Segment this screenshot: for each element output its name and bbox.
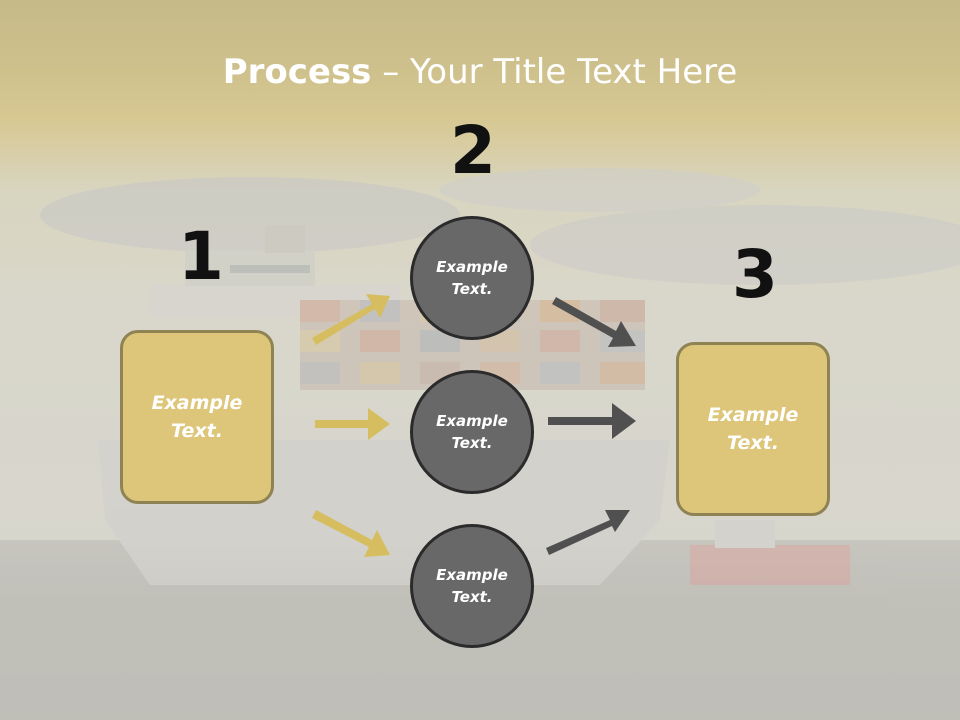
gray-arrow-middle — [548, 403, 636, 439]
gray-arrow-down — [552, 297, 636, 347]
title-rest: – Your Title Text Here — [371, 52, 738, 92]
gray-arrow-up — [546, 510, 630, 555]
gold-arrow-up — [312, 294, 390, 345]
step-number-3: 3 — [732, 236, 778, 313]
slide-title: Process – Your Title Text Here — [0, 52, 960, 92]
center-circle-top: Example Text. — [410, 216, 534, 340]
step-3-box: Example Text. — [676, 342, 830, 516]
center-circle-middle: Example Text. — [410, 370, 534, 494]
step-number-2: 2 — [450, 112, 496, 189]
gold-arrow-middle — [315, 408, 390, 440]
center-circle-bottom: Example Text. — [410, 524, 534, 648]
gold-arrow-down — [312, 510, 390, 557]
title-strong: Process — [222, 52, 372, 92]
step-number-1: 1 — [178, 218, 224, 295]
step-1-box: Example Text. — [120, 330, 274, 504]
